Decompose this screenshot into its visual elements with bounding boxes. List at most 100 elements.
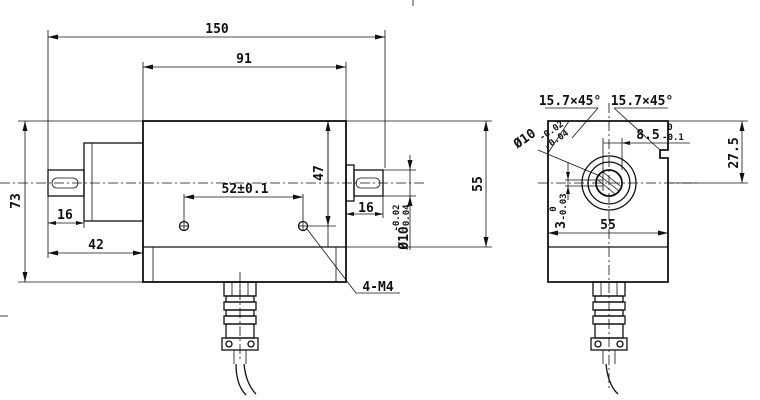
dim-42-arrow-right [133,250,143,256]
dim-chamfer-left: 15.7×45° [539,94,602,139]
dim-flat-depth-base: 8.5 [636,128,659,143]
dim-key-width-base: 3 [554,221,569,229]
dim-16-right-arrow-right [375,212,383,216]
dim-91-text: 91 [236,52,252,67]
leader-4-m4: 4-M4 [306,228,400,295]
dim-42-text: 42 [88,238,104,253]
dim-73: 73 [9,120,143,283]
dim-42: 42 [47,228,144,258]
side-chamfer-left [547,120,570,154]
right-shaft [353,169,384,197]
side-collar-outer [581,155,637,211]
dim-55-side-text: 55 [600,218,616,233]
dim-shaft-dia-base: Ø10 [397,226,412,251]
side-shaft-hatch-1 [598,174,620,192]
side-connector [590,281,628,395]
side-connector-screw-left [594,340,602,348]
dim-91: 91 [142,52,347,121]
side-body [547,120,669,283]
dim-key-width-arrow-bottom [566,186,570,194]
dim-flat-depth-tol-lower: -0.1 [662,133,684,143]
right-shaft-keyway [355,177,381,189]
dim-flat-depth-arrow [622,141,630,145]
dim-52-arrow-left [184,194,194,200]
connector-screw-right [247,340,255,348]
dim-shaft-dia-tol-upper: -0.02 [392,204,402,231]
leader-4-m4-text: 4-M4 [362,280,393,295]
connector-screw-left [225,340,233,348]
dim-55-front-arrow-bottom [483,237,489,247]
dim-chamfer-right: 15.7×45° [611,94,674,151]
dim-27-5: 27.5 [668,120,748,184]
dim-91-arrow-right [336,64,346,70]
dim-150-arrow-right [375,34,385,40]
left-shaft [47,169,85,197]
dim-16-left: 16 [47,196,85,228]
dim-shaft-dia-tol-lower: -0.04 [402,204,412,232]
dim-key-width: 3 0 -0.03 [549,162,570,229]
dim-shaft-diameter: Ø10 -0.02 -0.04 [383,155,416,251]
dim-16-left-text: 16 [57,208,73,223]
dim-47-text: 47 [312,165,327,181]
front-connector [221,272,259,396]
side-view: 15.7×45° 15.7×45° Ø10 -0.02 -0.04 8.5 0 … [510,94,748,395]
dim-flat-depth: 8.5 0 -0.1 [602,123,690,175]
dim-shaft-dia-arrow-bottom [407,196,413,206]
dim-150-text: 150 [205,22,229,37]
dim-47-arrow-top [325,121,331,131]
dim-150-arrow-left [48,34,58,40]
side-connector-screw-right [616,340,624,348]
dim-73-arrow-bottom [22,272,28,282]
dim-55-side: 55 [548,218,668,236]
cable-2 [243,363,257,395]
side-shaft-hatch-3 [597,179,616,195]
dim-side-shaft-leader [537,149,601,177]
dim-55-front: 55 [346,120,492,248]
side-connector-clamp [590,337,628,351]
left-hub [83,142,144,222]
dim-52-text: 52±0.1 [222,182,269,197]
dim-91-arrow-left [143,64,153,70]
dim-16-left-arrow-left [48,221,56,225]
dim-73-arrow-top [22,121,28,131]
dim-55-front-arrow-top [483,121,489,131]
dim-27-5-text: 27.5 [727,137,742,168]
dim-27-5-arrow-top [739,121,745,131]
dim-42-arrow-left [48,250,58,256]
side-collar-inner [587,161,631,205]
dim-key-width-arrow-top [566,172,570,180]
cable-1 [235,363,247,396]
dim-73-text: 73 [9,193,24,209]
side-shaft-hatch-2 [602,171,621,187]
dim-47: 47 [303,120,336,227]
dim-key-width-tol-lower: -0.03 [559,193,569,220]
dim-16-right-arrow-left [346,212,354,216]
dim-shaft-dia-arrow-top [407,160,413,170]
dim-chamfer-left-text: 15.7×45° [539,94,602,109]
connector-clamp [221,337,259,351]
dim-chamfer-left-leader [571,107,599,139]
dim-chamfer-right-text: 15.7×45° [611,94,674,109]
dim-16-left-arrow-right [76,221,84,225]
dim-52-arrow-right [293,194,303,200]
dim-150: 150 [47,22,386,170]
dim-52: 52±0.1 [183,182,304,221]
dim-16-right-text: 16 [358,201,374,216]
dim-flat-depth-tol-upper: 0 [667,123,672,133]
dim-16-right: 16 [345,196,384,218]
dim-55-side-arrow-left [548,230,558,236]
front-view: 150 91 73 16 [0,0,492,396]
dim-side-shaft-base: Ø10 [510,126,539,152]
side-shaft [595,169,623,197]
dim-55-side-arrow-right [658,230,668,236]
left-shaft-keyway [51,177,79,189]
dim-55-front-text: 55 [471,176,486,192]
dim-key-width-tol-upper: 0 [549,206,559,211]
leader-4-m4-line [306,228,357,294]
dim-27-5-arrow-bottom [739,173,745,183]
front-body [142,120,347,283]
dim-47-arrow-bottom [325,216,331,226]
side-cable [605,363,619,395]
